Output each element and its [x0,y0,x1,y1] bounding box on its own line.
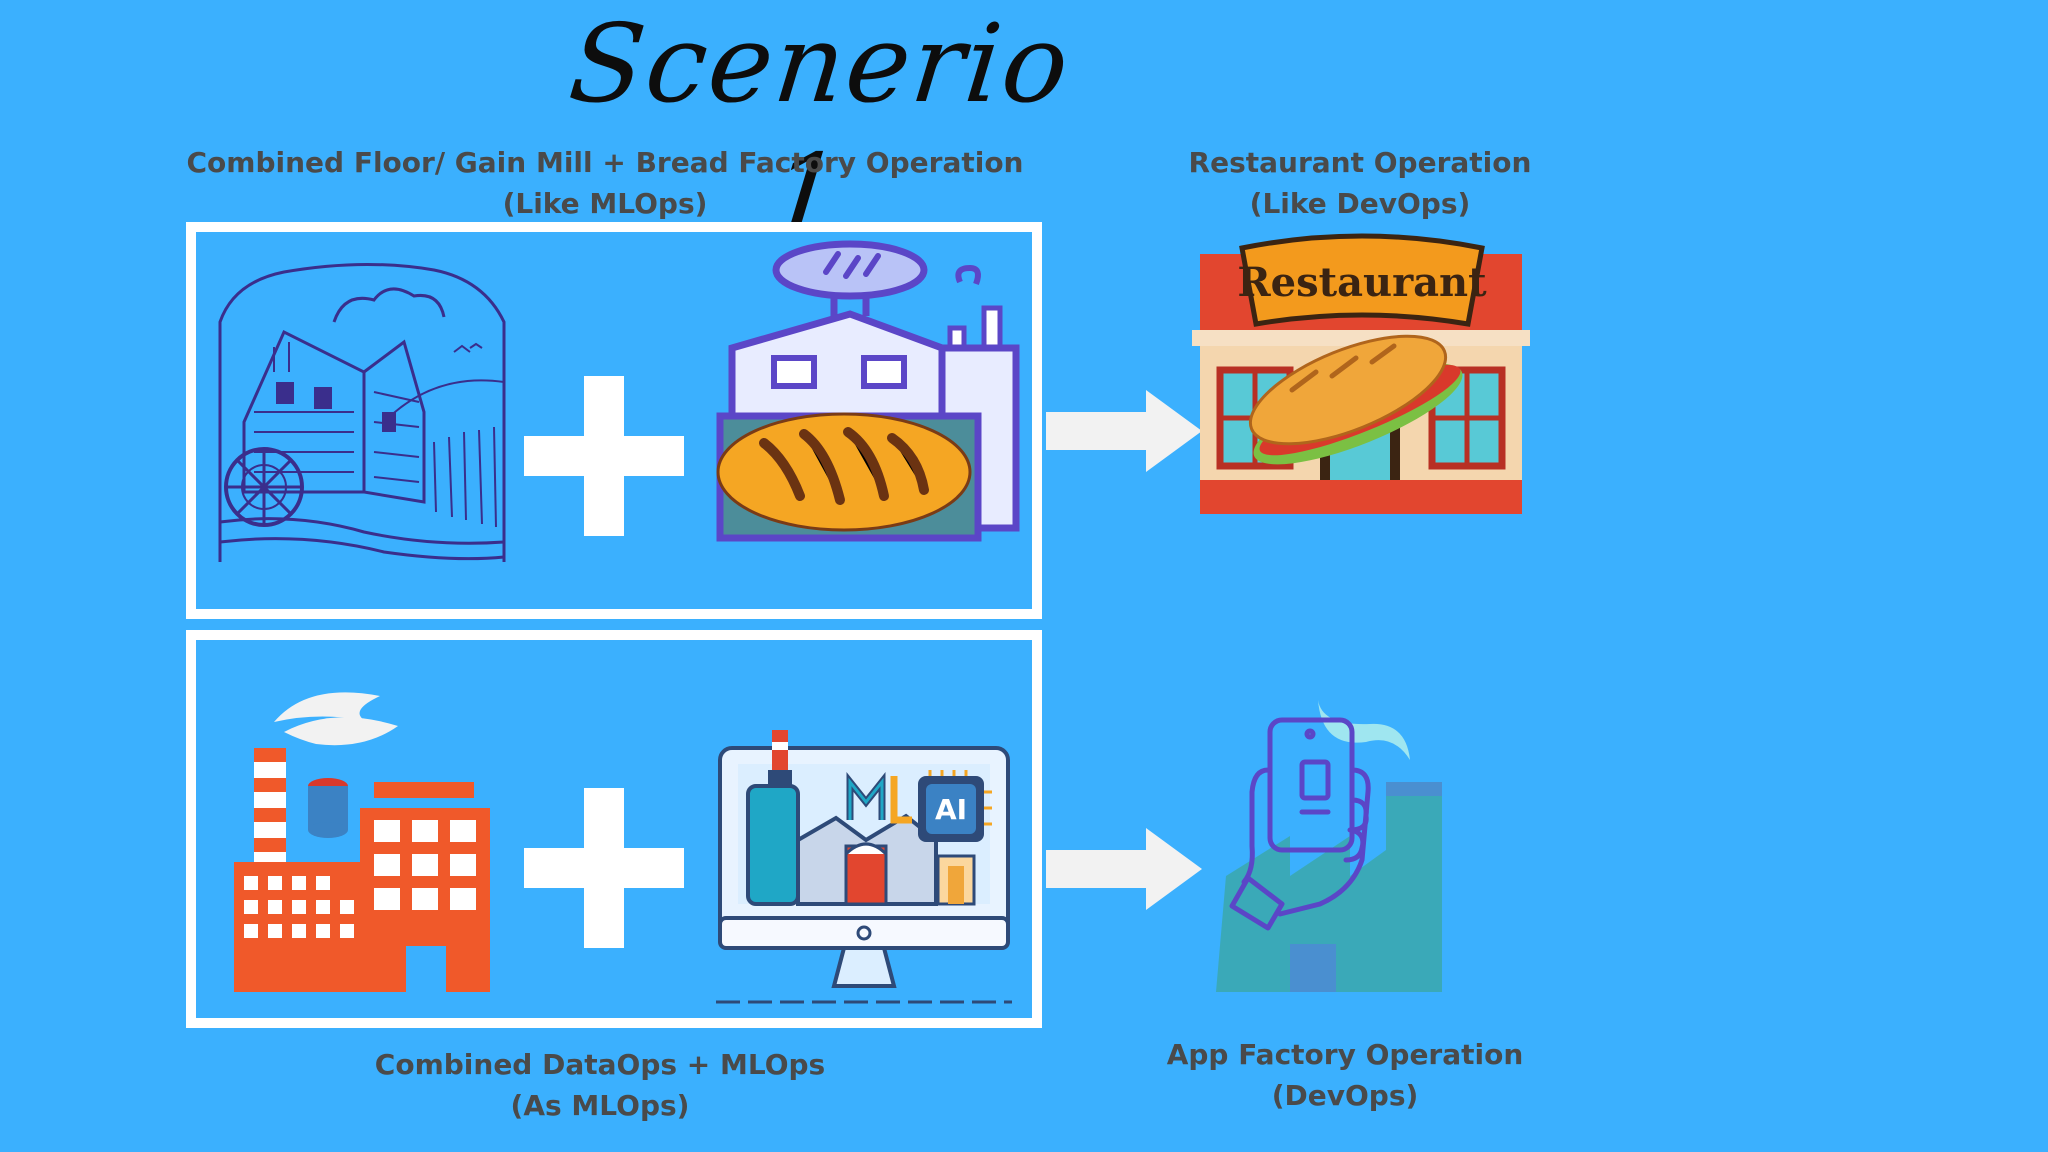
caption-line: (DevOps) [1271,1079,1419,1112]
caption-line: Restaurant Operation [1188,146,1532,179]
water-mill-icon [218,262,506,562]
caption-line: Combined Floor/ Gain Mill + Bread Factor… [186,146,1024,179]
ml-computer-icon: AI [716,730,1012,1004]
mlops-frame-bottom [186,630,1042,1028]
caption-line: Combined DataOps + MLOps [374,1048,826,1081]
caption-mill-bread-factory: Combined Floor/ Gain Mill + Bread Factor… [180,142,1030,224]
data-factory-icon [234,692,490,992]
caption-line: App Factory Operation [1166,1038,1524,1071]
caption-app-factory: App Factory Operation (DevOps) [1135,1034,1555,1116]
plus-icon [524,376,684,536]
arrow-right-icon [1046,390,1202,472]
restaurant-icon: Restaurant [1192,233,1530,514]
caption-line: (As MLOps) [510,1089,690,1122]
mlops-frame-top [186,222,1042,619]
restaurant-sign-text: Restaurant [1237,259,1487,306]
plus-icon [524,788,684,948]
caption-restaurant: Restaurant Operation (Like DevOps) [1150,142,1570,224]
app-factory-icon [1216,700,1442,992]
scenario-title: Scenerio 1 [563,2,1077,257]
caption-dataops-mlops: Combined DataOps + MLOps (As MLOps) [330,1044,870,1126]
bread-factory-icon [716,240,1020,542]
ai-chip-label: AI [935,793,967,826]
caption-line: (Like DevOps) [1249,187,1471,220]
caption-line: (Like MLOps) [502,187,708,220]
arrow-right-icon [1046,828,1202,910]
